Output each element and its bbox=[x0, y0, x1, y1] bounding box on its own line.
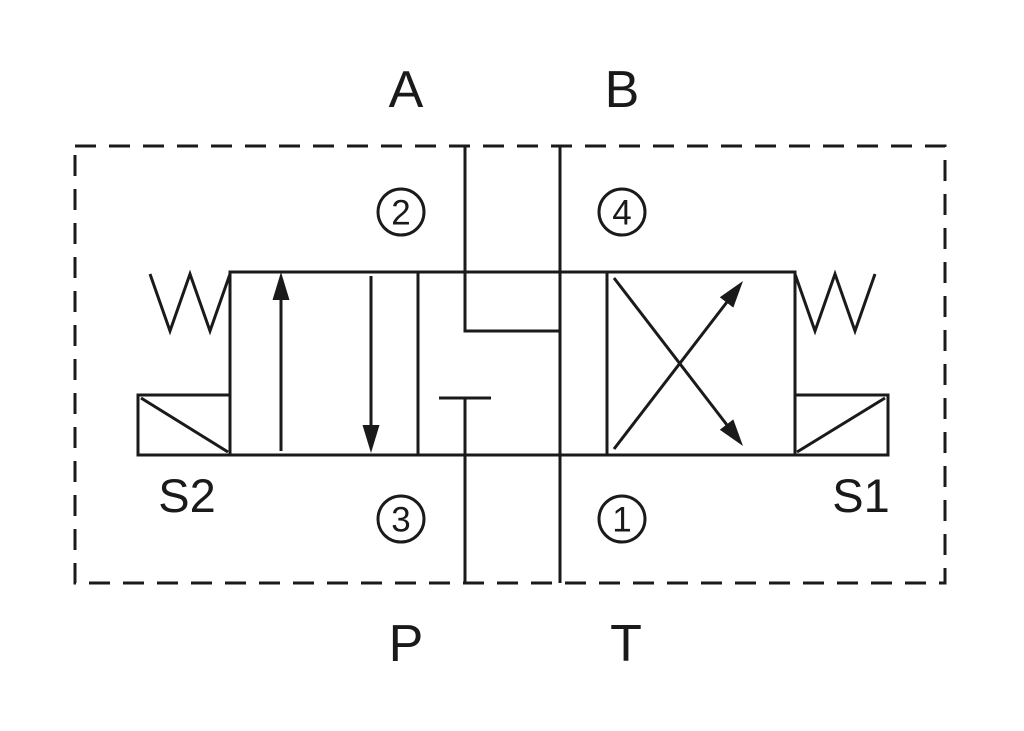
solenoid-left-icon bbox=[136, 393, 232, 457]
solenoid-right-icon bbox=[793, 393, 890, 457]
port-label-p: P bbox=[389, 615, 424, 673]
spring-right-icon bbox=[793, 269, 877, 336]
cross-arrow-down-shaft bbox=[612, 277, 729, 426]
cross-arrow-up-shaft bbox=[612, 301, 729, 450]
port-number-1: 1 bbox=[597, 494, 647, 544]
port-number-2-circle bbox=[376, 187, 426, 237]
left-position-parallel-arrows bbox=[272, 272, 380, 453]
port-number-2-label: 2 bbox=[391, 194, 410, 233]
port-number-4-label: 4 bbox=[612, 194, 631, 233]
cross-arrow-up-head bbox=[719, 281, 743, 308]
port-number-1-circle bbox=[597, 494, 647, 544]
solenoid-left-diagonal bbox=[140, 396, 229, 454]
port-number-1-label: 1 bbox=[612, 501, 631, 540]
solenoid-right-diagonal bbox=[796, 396, 886, 454]
port-number-4-circle bbox=[597, 187, 647, 237]
port-number-3-circle bbox=[376, 494, 426, 544]
port-number-2: 2 bbox=[376, 187, 426, 237]
port-lines bbox=[439, 146, 562, 583]
port-number-3-label: 3 bbox=[391, 501, 410, 540]
up-arrow-head bbox=[272, 272, 290, 300]
port-label-b: B bbox=[605, 61, 640, 119]
spring-left-icon bbox=[148, 269, 232, 336]
port-number-4: 4 bbox=[597, 187, 647, 237]
port-label-a: A bbox=[389, 61, 424, 119]
port-label-t: T bbox=[610, 615, 642, 673]
right-position-crossed-arrows bbox=[612, 277, 743, 450]
down-arrow-head bbox=[362, 425, 380, 453]
cross-arrow-down-head bbox=[719, 419, 743, 446]
solenoid-left-box bbox=[136, 393, 232, 457]
solenoid-label-s2: S2 bbox=[158, 469, 216, 522]
solenoid-label-s1: S1 bbox=[832, 469, 890, 522]
valve-enclosure-outline bbox=[73, 144, 947, 585]
solenoid-right-box bbox=[793, 393, 890, 457]
valve-body-outline bbox=[228, 270, 797, 457]
valve-body bbox=[228, 270, 797, 457]
port-number-3: 3 bbox=[376, 494, 426, 544]
